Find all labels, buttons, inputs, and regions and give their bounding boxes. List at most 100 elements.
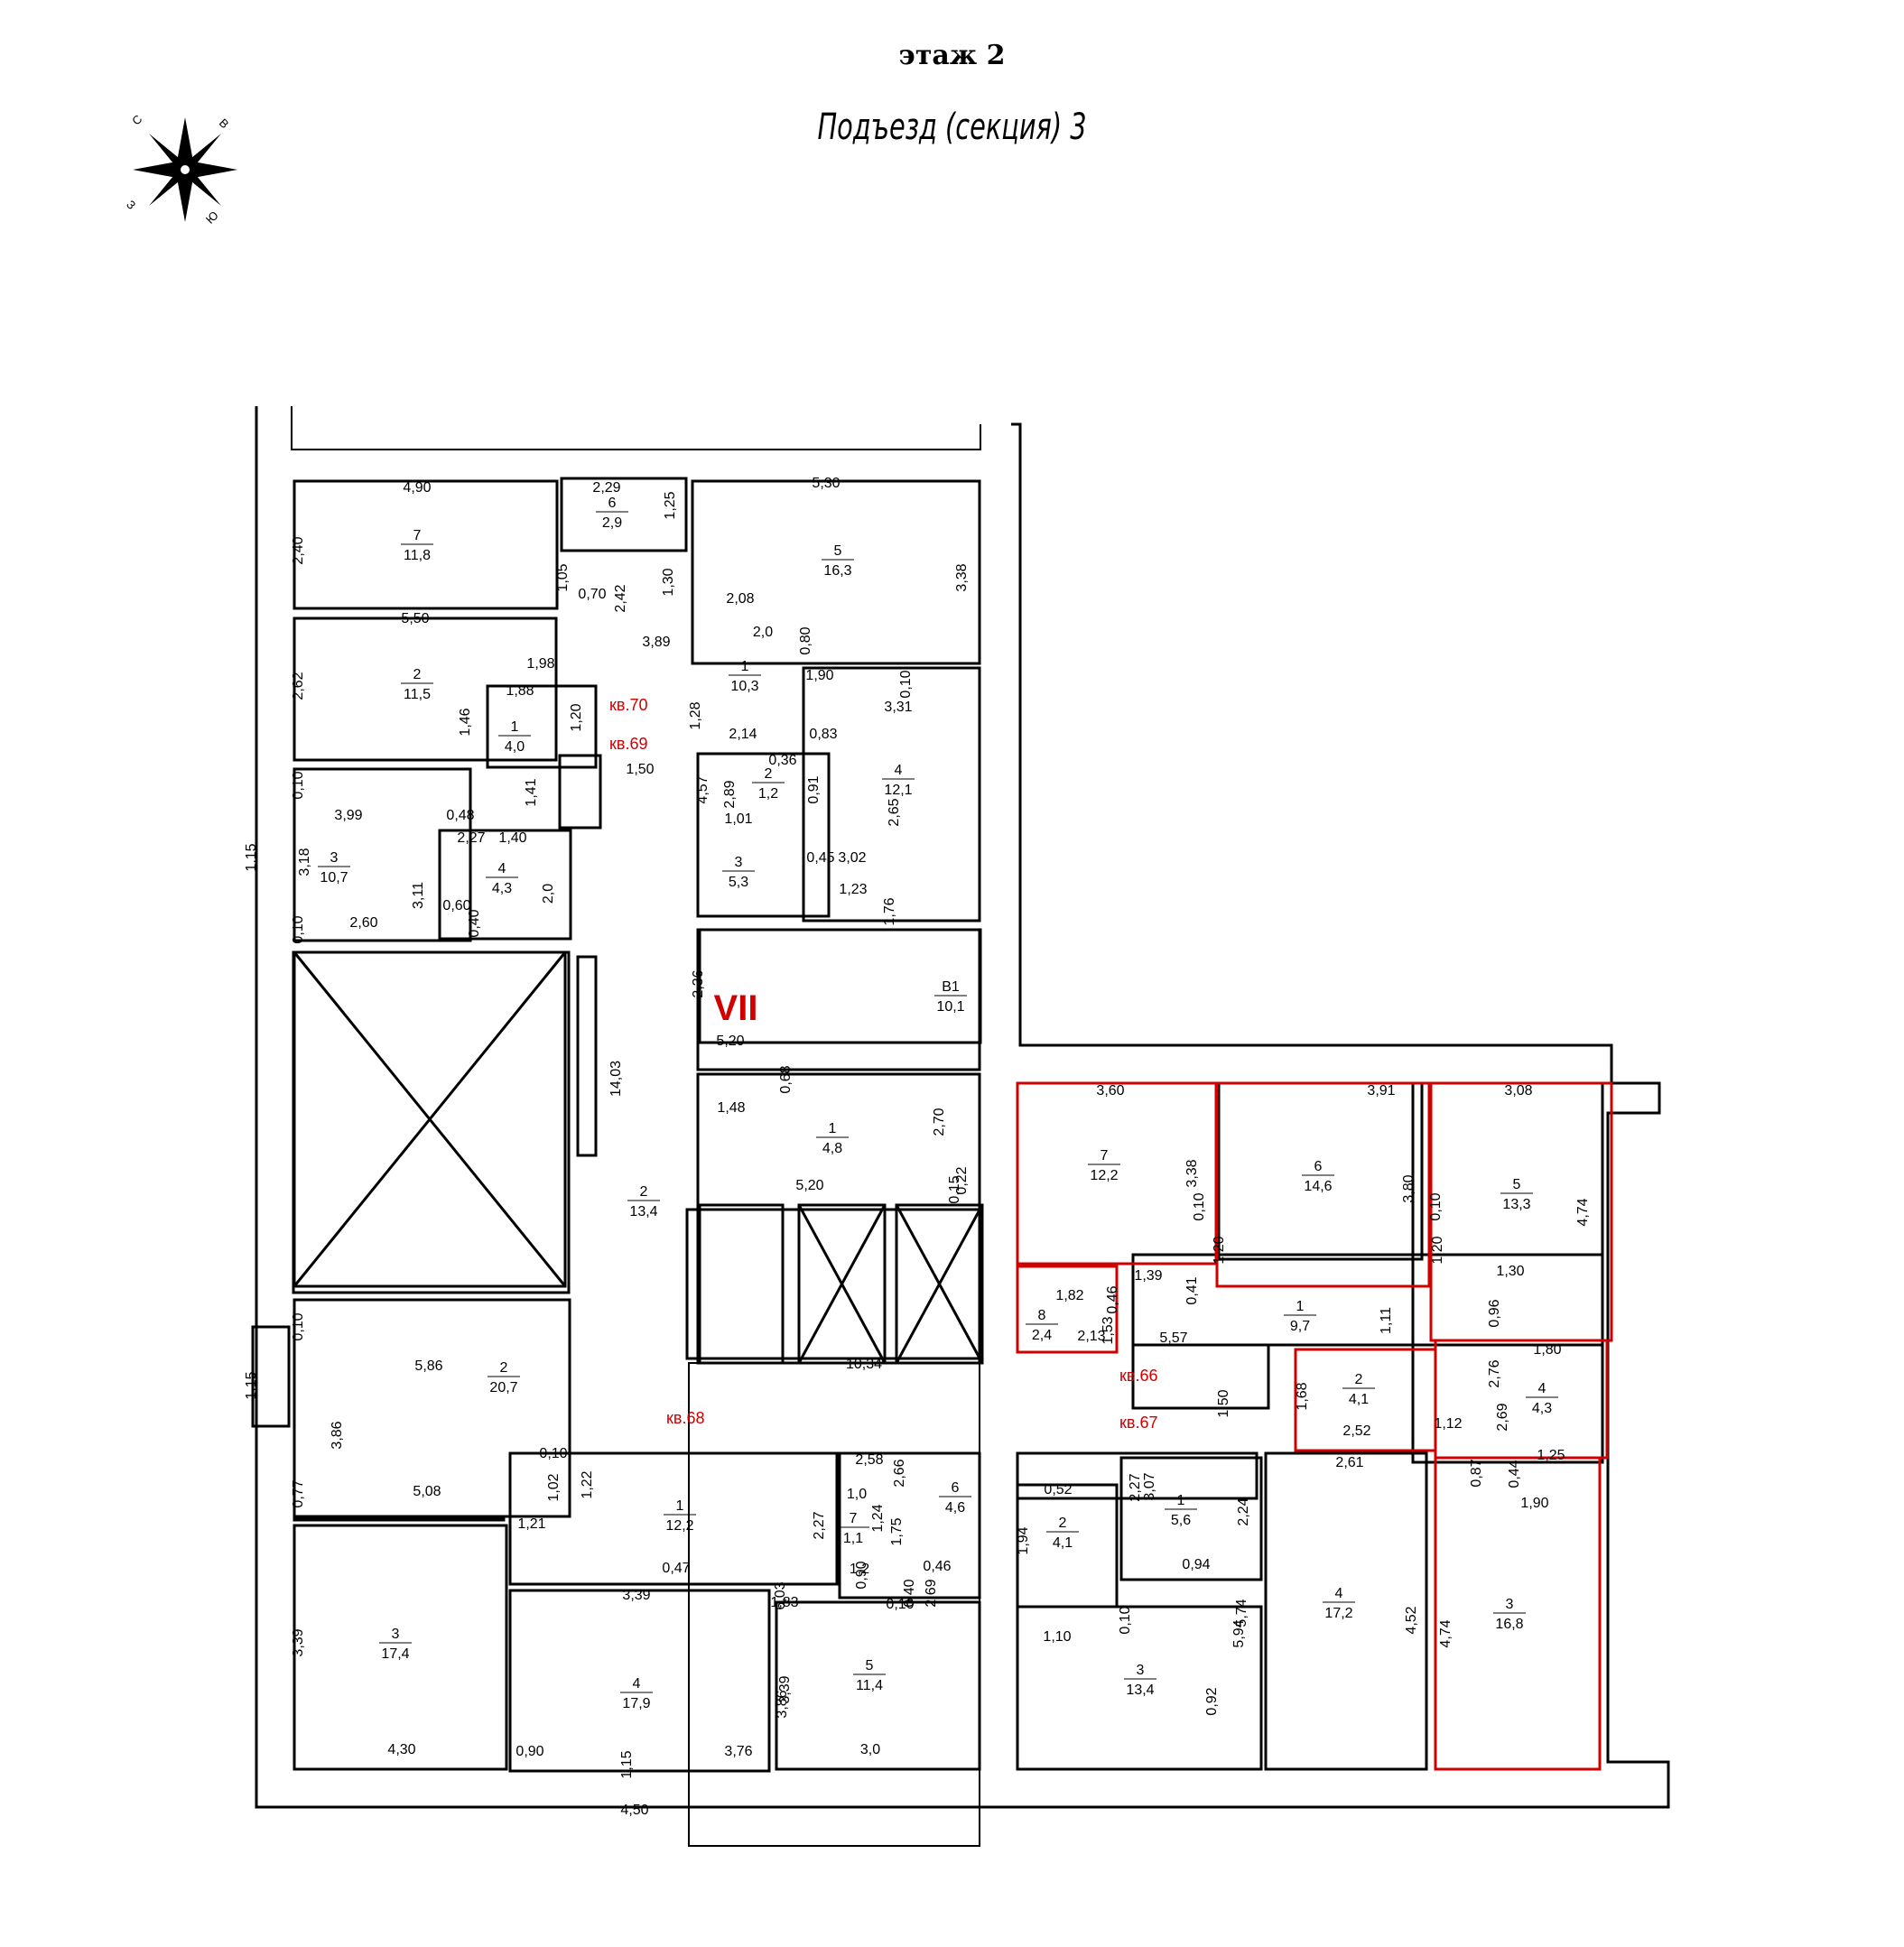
room-label: 511,4 xyxy=(853,1658,886,1693)
dimension-label: 0,52 xyxy=(1044,1482,1072,1497)
room-area: 12,2 xyxy=(1090,1168,1118,1183)
dimension-label: 3,99 xyxy=(334,808,362,823)
dimension-label: 0,96 xyxy=(1487,1299,1502,1327)
dimension-label: 0,68 xyxy=(778,1065,794,1093)
room-number: 3 xyxy=(1506,1597,1514,1612)
dimension-label: 0,48 xyxy=(446,808,474,823)
dimension-label: 1,20 xyxy=(1430,1236,1445,1264)
dimension-label: 1,30 xyxy=(1496,1264,1524,1279)
dimension-label: 0,60 xyxy=(442,898,470,913)
room-area: 2,9 xyxy=(602,515,622,531)
dimension-label: 3,11 xyxy=(411,882,426,909)
room-number: 6 xyxy=(608,496,617,511)
dimension-label: 1,50 xyxy=(626,762,654,777)
dimension-label: 1,68 xyxy=(1295,1382,1310,1410)
dimension-label: 0,10 xyxy=(898,670,914,698)
dimension-label: 5,94 xyxy=(1231,1619,1247,1647)
dimension-label: 4,52 xyxy=(1404,1606,1419,1634)
room-label: 310,7 xyxy=(318,850,350,885)
dimension-label: 5,08 xyxy=(413,1484,441,1499)
room-label: 213,4 xyxy=(627,1184,660,1219)
dimension-label: 1,2 xyxy=(850,1562,869,1577)
room-area: 10,1 xyxy=(936,999,964,1015)
dimension-label: 1,30 xyxy=(661,568,676,596)
room-area: 13,3 xyxy=(1502,1197,1530,1212)
dimension-label: 0,36 xyxy=(768,753,796,768)
stair-label: VII xyxy=(714,988,758,1028)
dimension-label: 2,69 xyxy=(924,1579,939,1607)
room-area: 11,5 xyxy=(404,687,431,702)
dimension-label: 3,08 xyxy=(1504,1083,1532,1099)
dimension-label: 0,10 xyxy=(1118,1606,1133,1634)
dimension-label: 1,28 xyxy=(688,701,703,729)
dimension-label: 2,29 xyxy=(592,480,620,496)
dimension-label: 1,40 xyxy=(498,830,526,846)
room-area: 17,4 xyxy=(381,1646,409,1662)
room-number: В1 xyxy=(942,979,960,995)
room-number: 5 xyxy=(834,543,842,559)
room-label: 35,3 xyxy=(722,855,755,890)
room-area: 9,7 xyxy=(1290,1319,1310,1334)
dimension-label: 0,10 xyxy=(291,915,306,943)
compass-east: В xyxy=(217,116,232,131)
dimension-label: 2,13 xyxy=(1077,1329,1105,1344)
room-label: 316,8 xyxy=(1493,1597,1526,1632)
room-label: 313,4 xyxy=(1124,1663,1156,1698)
room-area: 12,2 xyxy=(665,1518,693,1534)
compass-north: С xyxy=(129,112,144,127)
room-number: 3 xyxy=(330,850,339,866)
room-label: 82,4 xyxy=(1026,1308,1058,1343)
room-number: 1 xyxy=(1296,1299,1305,1314)
room-label: 14,0 xyxy=(498,719,531,755)
dimension-label: 3,76 xyxy=(724,1744,752,1759)
dimension-label: 0,46 xyxy=(923,1559,951,1574)
room-area: 16,8 xyxy=(1495,1617,1523,1632)
room-label: 220,7 xyxy=(488,1360,520,1395)
dimension-label: 1,23 xyxy=(839,882,867,897)
room-area: 14,6 xyxy=(1304,1179,1332,1194)
room-area: 11,8 xyxy=(404,548,431,563)
dimension-label: 1,12 xyxy=(1434,1416,1462,1432)
dimension-label: 3,39 xyxy=(291,1628,306,1656)
room-label: 44,3 xyxy=(1526,1381,1558,1416)
compass-icon: С В Ю З xyxy=(124,112,237,227)
room-area: 17,9 xyxy=(622,1696,650,1711)
dimension-label: 1,48 xyxy=(717,1100,745,1116)
room-number: 2 xyxy=(1355,1372,1363,1387)
dimension-label: 2,61 xyxy=(1335,1455,1363,1470)
room-area: 4,6 xyxy=(945,1500,965,1516)
compass-west: З xyxy=(124,198,138,212)
room-number: 2 xyxy=(640,1184,648,1200)
dimension-labels: 4,902,402,291,255,303,385,502,621,981,05… xyxy=(244,476,1591,1818)
dimension-label: 1,88 xyxy=(506,683,534,699)
dimension-label: 1,50 xyxy=(1216,1389,1231,1417)
room-area: 4,8 xyxy=(822,1141,842,1156)
dimension-label: 1,90 xyxy=(1520,1496,1548,1511)
dimension-label: 0,87 xyxy=(1469,1459,1484,1487)
dimension-label: 2,40 xyxy=(291,536,306,564)
dimension-label: 0,10 xyxy=(1428,1192,1444,1220)
dimension-label: 0,91 xyxy=(806,775,822,803)
room-label: В1 10,1 xyxy=(934,979,967,1015)
room-area: 4,3 xyxy=(492,881,512,896)
room-area: 4,3 xyxy=(1532,1401,1552,1416)
dimension-label: 0,40 xyxy=(902,1579,917,1607)
dimension-label: 1,80 xyxy=(1533,1342,1561,1358)
dimension-label: 1,25 xyxy=(1537,1448,1565,1463)
room-number: 1 xyxy=(741,659,749,674)
dimension-label: 2,36 xyxy=(691,969,706,997)
room-label: 614,6 xyxy=(1302,1159,1334,1194)
dimension-label: 2,65 xyxy=(887,798,902,826)
room-area: 11,4 xyxy=(856,1678,883,1693)
dimension-label: 1,94 xyxy=(1016,1526,1031,1554)
dimension-label: 1,15 xyxy=(619,1750,635,1778)
dimension-label: 2,58 xyxy=(855,1452,883,1468)
room-label: 211,5 xyxy=(401,667,433,702)
dimension-label: 0,10 xyxy=(539,1446,567,1461)
room-number: 3 xyxy=(735,855,743,870)
dimension-label: 2,42 xyxy=(613,584,628,612)
room-label: 19,7 xyxy=(1284,1299,1316,1334)
dimension-label: 0,10 xyxy=(291,771,306,799)
dimension-label: 1,82 xyxy=(1055,1288,1083,1303)
dimension-label: 0,83 xyxy=(809,727,837,742)
